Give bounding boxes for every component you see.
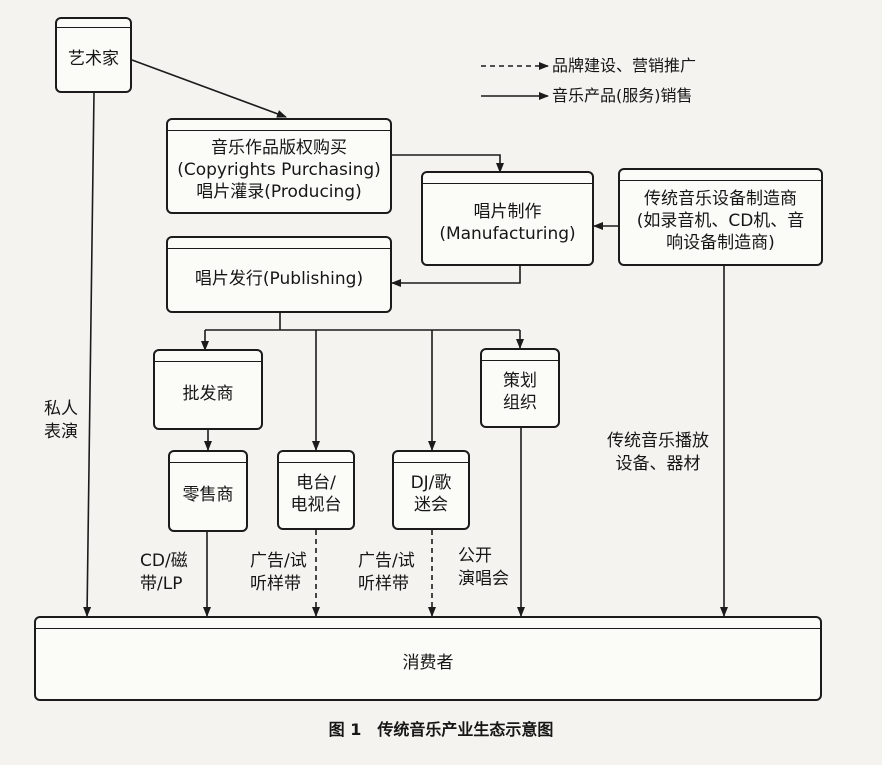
equipment-maker-box: 传统音乐设备制造商 (如录音机、CD机、音 响设备制造商) — [618, 168, 823, 266]
ad-trial-label-2: 广告/试 听样带 — [358, 551, 415, 594]
figure-caption: 图 1 传统音乐产业生态示意图 — [328, 720, 554, 739]
retailer-box: 零售商 — [168, 450, 248, 532]
equipment-maker-label: 传统音乐设备制造商 (如录音机、CD机、音 响设备制造商) — [636, 189, 805, 253]
planning-label: 策划 组织 — [503, 371, 537, 413]
edge-artist-consumer — [83, 91, 95, 617]
dj-box: DJ/歌 迷会 — [392, 450, 470, 530]
playback-devices-label: 传统音乐播放 设备、器材 — [607, 431, 709, 474]
concert-label: 公开 演唱会 — [458, 546, 509, 589]
retailer-label: 零售商 — [182, 485, 234, 505]
legend-solid-text: 音乐产品(服务)销售 — [552, 86, 693, 105]
copyright-label: 音乐作品版权购买 (Copyrights Purchasing) 唱片灌录(Pr… — [177, 138, 381, 202]
consumer-label: 消费者 — [402, 652, 454, 673]
consumer-box: 消费者 — [34, 616, 822, 701]
cd-tape-label: CD/磁 带/LP — [140, 551, 188, 594]
publishing-box: 唱片发行(Publishing) — [166, 236, 392, 313]
legend-dashed-text: 品牌建设、营销推广 — [552, 56, 697, 75]
ad-trial-label-1: 广告/试 听样带 — [250, 551, 307, 594]
edge-manufacturing-publishing — [391, 266, 521, 287]
dj-label: DJ/歌 迷会 — [410, 473, 452, 515]
radio-tv-label: 电台/ 电视台 — [290, 473, 342, 515]
copyright-box: 音乐作品版权购买 (Copyrights Purchasing) 唱片灌录(Pr… — [166, 118, 392, 214]
radio-tv-box: 电台/ 电视台 — [277, 450, 355, 530]
publishing-label: 唱片发行(Publishing) — [194, 268, 364, 289]
edge-copyright-manufacturing — [390, 154, 504, 173]
planning-box: 策划 组织 — [480, 348, 560, 428]
manufacturing-label: 唱片制作 (Manufacturing) — [439, 201, 576, 244]
wholesaler-label: 批发商 — [182, 383, 234, 404]
edge-artist-copyright — [131, 59, 287, 118]
artist-label: 艺术家 — [68, 49, 119, 69]
private-performance-label: 私人 表演 — [44, 399, 78, 442]
manufacturing-box: 唱片制作 (Manufacturing) — [421, 171, 594, 266]
wholesaler-box: 批发商 — [153, 349, 263, 430]
artist-box: 艺术家 — [55, 17, 132, 93]
